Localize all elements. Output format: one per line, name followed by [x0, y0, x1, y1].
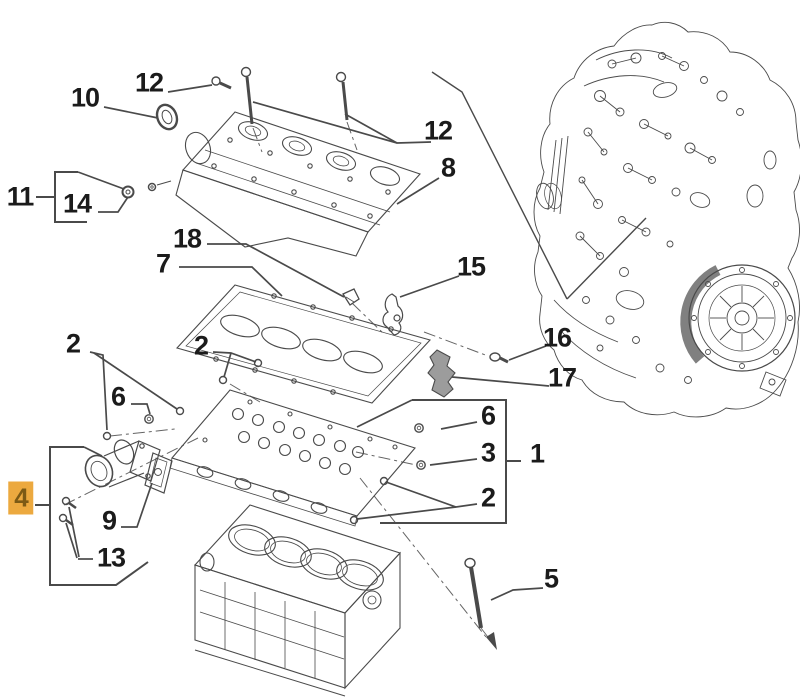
cylinder-head-drawing: [169, 389, 416, 527]
assembly-axis-lines: [63, 121, 495, 646]
callout-5[interactable]: 5: [543, 563, 559, 594]
axis-arrow-tip: [486, 632, 497, 650]
callout-17[interactable]: 17: [547, 362, 577, 393]
callout-6-right[interactable]: 6: [480, 400, 496, 431]
callout-12-top[interactable]: 12: [134, 67, 164, 98]
camshaft-seal-drawing: [155, 103, 179, 131]
rubber-cap-18: [342, 288, 360, 306]
callout-11[interactable]: 11: [6, 181, 35, 212]
cover-bolts-drawing: [211, 66, 349, 125]
engine-block-drawing: [194, 504, 401, 697]
callout-16[interactable]: 16: [542, 322, 572, 353]
thermostat-gasket-drawing: [144, 452, 173, 494]
bolt-16-drawing: [489, 352, 509, 364]
callout-9[interactable]: 9: [101, 505, 117, 536]
callout-18[interactable]: 18: [172, 223, 202, 254]
callout-13[interactable]: 13: [96, 542, 126, 573]
callout-1[interactable]: 1: [529, 438, 545, 469]
callout-15[interactable]: 15: [456, 251, 486, 282]
clutch-assembly-drawing: [680, 264, 796, 372]
callout-3[interactable]: 3: [480, 437, 496, 468]
thermostat-housing-drawing: [84, 439, 161, 488]
callout-12-right[interactable]: 12: [423, 115, 453, 146]
callout-4-highlighted[interactable]: 4: [8, 481, 34, 515]
camshaft-carrier-drawing: [175, 111, 421, 257]
callout-6-left[interactable]: 6: [110, 381, 126, 412]
callout-2-mid[interactable]: 2: [193, 330, 209, 361]
callout-2-right[interactable]: 2: [480, 482, 496, 513]
callout-8[interactable]: 8: [440, 152, 456, 183]
cover-gasket-drawing: [175, 284, 432, 404]
head-stud-bolt-drawing: [464, 557, 483, 629]
callout-14[interactable]: 14: [62, 188, 92, 219]
engine-assembly-overview-drawing: [533, 21, 800, 418]
seal-grommets-drawing: [121, 182, 157, 199]
leader-lines: [35, 71, 647, 601]
callout-2-left[interactable]: 2: [65, 328, 81, 359]
callout-7[interactable]: 7: [155, 248, 171, 279]
callout-10[interactable]: 10: [70, 82, 100, 113]
head-fasteners-drawing: [102, 358, 426, 525]
bracket-15-drawing: [382, 293, 404, 336]
bracket-17-drawing: [427, 349, 456, 398]
bolts-13-drawing: [58, 496, 77, 527]
